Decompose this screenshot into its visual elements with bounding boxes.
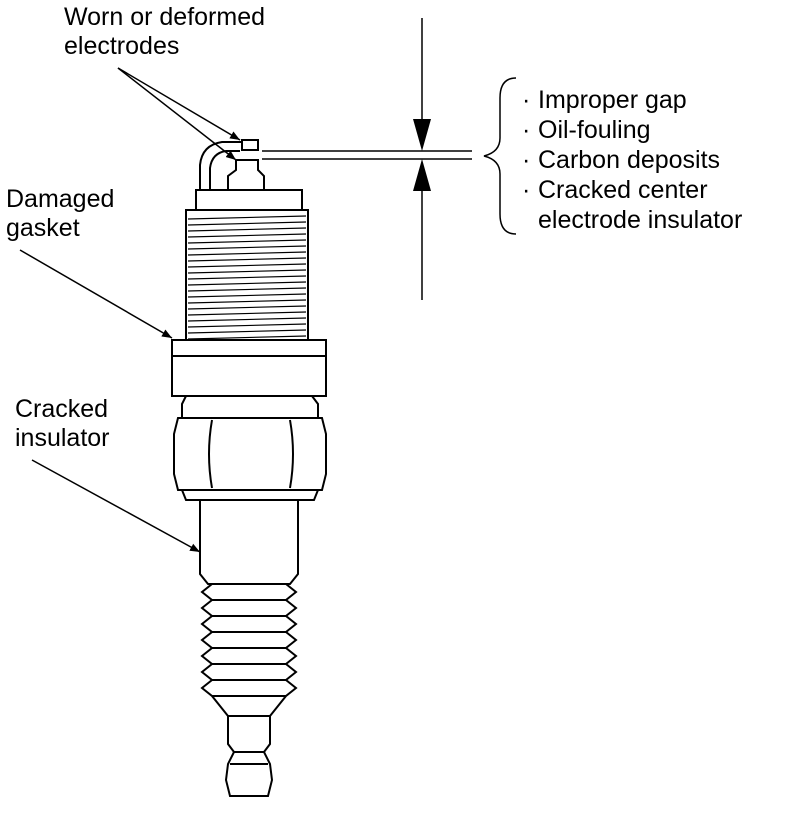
terminal-neck [227,715,271,753]
spark-plug [171,139,327,797]
center-electrode [227,159,265,191]
thread-line [187,215,307,220]
thread-line [187,269,307,274]
thread-lines [187,215,307,340]
thread-line [187,263,307,268]
gasket-label-line1: Damaged [6,185,115,213]
thread-line [187,221,307,226]
electrodes-leader-upper [117,67,241,141]
electrodes-label: Worn or deformed electrodes [64,3,265,61]
bullet-dot: · [522,176,531,204]
list-item-text: Carbon deposits [538,146,721,174]
thread-line [187,323,307,328]
bullet-dot: · [522,146,531,174]
insulator-body [199,499,299,585]
terminal-cap [224,751,274,797]
bullet-dot: · [522,86,531,114]
gap-dimension [262,18,472,300]
hex-face [208,419,294,489]
bullet-dot: · [522,116,531,144]
thread-line [187,281,307,286]
electrode-tip [241,139,259,151]
thread-line [187,227,307,232]
gasket-label: Damaged gasket [6,185,114,243]
thread-line [187,311,307,316]
list-item-continuation: electrode insulator [538,206,743,234]
electrodes-label-line1: Worn or deformed [64,3,266,31]
thread-line [187,275,307,280]
thread-line [187,329,307,334]
gap-causes-list: ·Improper gap ·Oil-fouling ·Carbon depos… [522,85,742,235]
hex-nut [173,417,327,491]
electrodes-label-line2: electrodes [64,32,180,60]
thread-line [187,257,307,262]
thread-line [187,335,307,340]
dimension-arrow-up [413,159,431,191]
gap-causes-brace [483,77,517,235]
gasket-label-line2: gasket [6,214,80,242]
insulator-label-line1: Cracked [15,395,109,423]
thread-line [187,317,307,322]
list-item: ·Oil-fouling [522,115,742,145]
list-item: ·Improper gap [522,85,742,115]
insulator-leader [31,459,201,553]
gasket-leader [19,249,173,339]
insulator-ribs [200,583,298,717]
thread-line [187,239,307,244]
thread-line [187,305,307,310]
leader-lines [19,67,241,553]
thread-line [187,233,307,238]
list-item-text: Cracked center [538,176,708,204]
list-item-text: Oil-fouling [538,116,651,144]
thread-line [187,293,307,298]
insulator-label: Cracked insulator [15,395,110,453]
list-item-text: Improper gap [538,86,687,114]
dimension-arrow-down [413,119,431,151]
list-item: ·Carbon deposits [522,145,742,175]
ground-electrode [199,141,246,190]
thread-line [187,299,307,304]
insulator-label-line2: insulator [15,424,110,452]
thread-line [187,287,307,292]
thread-line [187,251,307,256]
thread-line [187,245,307,250]
thread-top [195,189,303,211]
gasket-ring [171,339,327,397]
shoulder [181,395,319,419]
electrodes-leader-lower [117,67,237,161]
hex-shoulder [180,489,320,501]
